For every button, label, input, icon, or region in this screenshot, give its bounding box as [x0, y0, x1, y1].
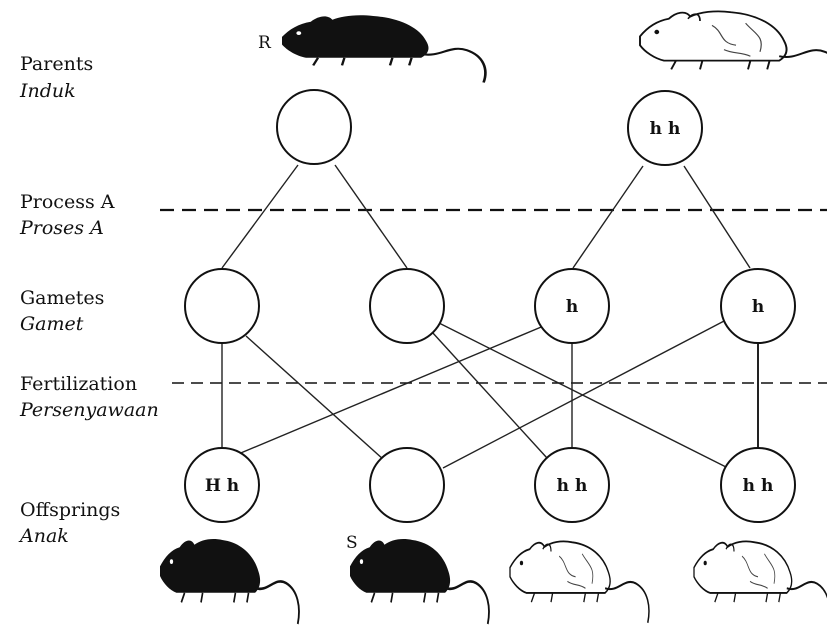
offspring-marker-label: S [346, 533, 358, 553]
offspring-genotype-1: H h [205, 476, 239, 496]
gamete-circle-1 [184, 268, 260, 344]
offspring-white-mouse-icon-2 [692, 540, 827, 624]
parent-white-circle [627, 90, 703, 166]
offspring-genotype-3: h h [557, 476, 588, 496]
gamete-offspring-links [221, 319, 759, 469]
parent-white-mouse-icon [638, 10, 827, 91]
parent-black-mouse-icon [280, 13, 487, 84]
gamete-circle-2 [369, 268, 445, 344]
gamete-genotype-4: h [752, 297, 764, 317]
offspring-black-mouse-icon-1 [158, 537, 301, 626]
parent-marker-label: R [258, 33, 272, 53]
offsprings-label: Offsprings [20, 499, 120, 521]
gamete-circle-4 [720, 268, 796, 344]
parent-white-genotype: h h [650, 119, 681, 139]
offspring-circle-4 [720, 447, 796, 523]
offsprings-local-label: Anak [18, 525, 69, 547]
process-label: Process A [20, 191, 115, 213]
offspring-genotype-4: h h [743, 476, 774, 496]
process-local-label: Proses A [19, 217, 104, 239]
parents-label: Parents [20, 53, 93, 75]
offspring-circle-2 [369, 447, 445, 523]
parent-black-circle [276, 89, 352, 165]
gamete-circle-3 [534, 268, 610, 344]
parents-local-label: Induk [19, 80, 76, 102]
gametes-local-label: Gamet [20, 313, 84, 335]
fertilization-label: Fertilization [20, 373, 137, 395]
offspring-circle-3 [534, 447, 610, 523]
gametes-label: Gametes [20, 287, 104, 309]
offspring-white-mouse-icon-1 [508, 540, 651, 624]
offspring-circle-1 [184, 447, 260, 523]
parent-gamete-links [221, 164, 751, 269]
fertilization-local-label: Persenyawaan [19, 399, 159, 421]
gamete-genotype-3: h [566, 297, 578, 317]
offspring-black-mouse-icon-2 [348, 537, 491, 626]
